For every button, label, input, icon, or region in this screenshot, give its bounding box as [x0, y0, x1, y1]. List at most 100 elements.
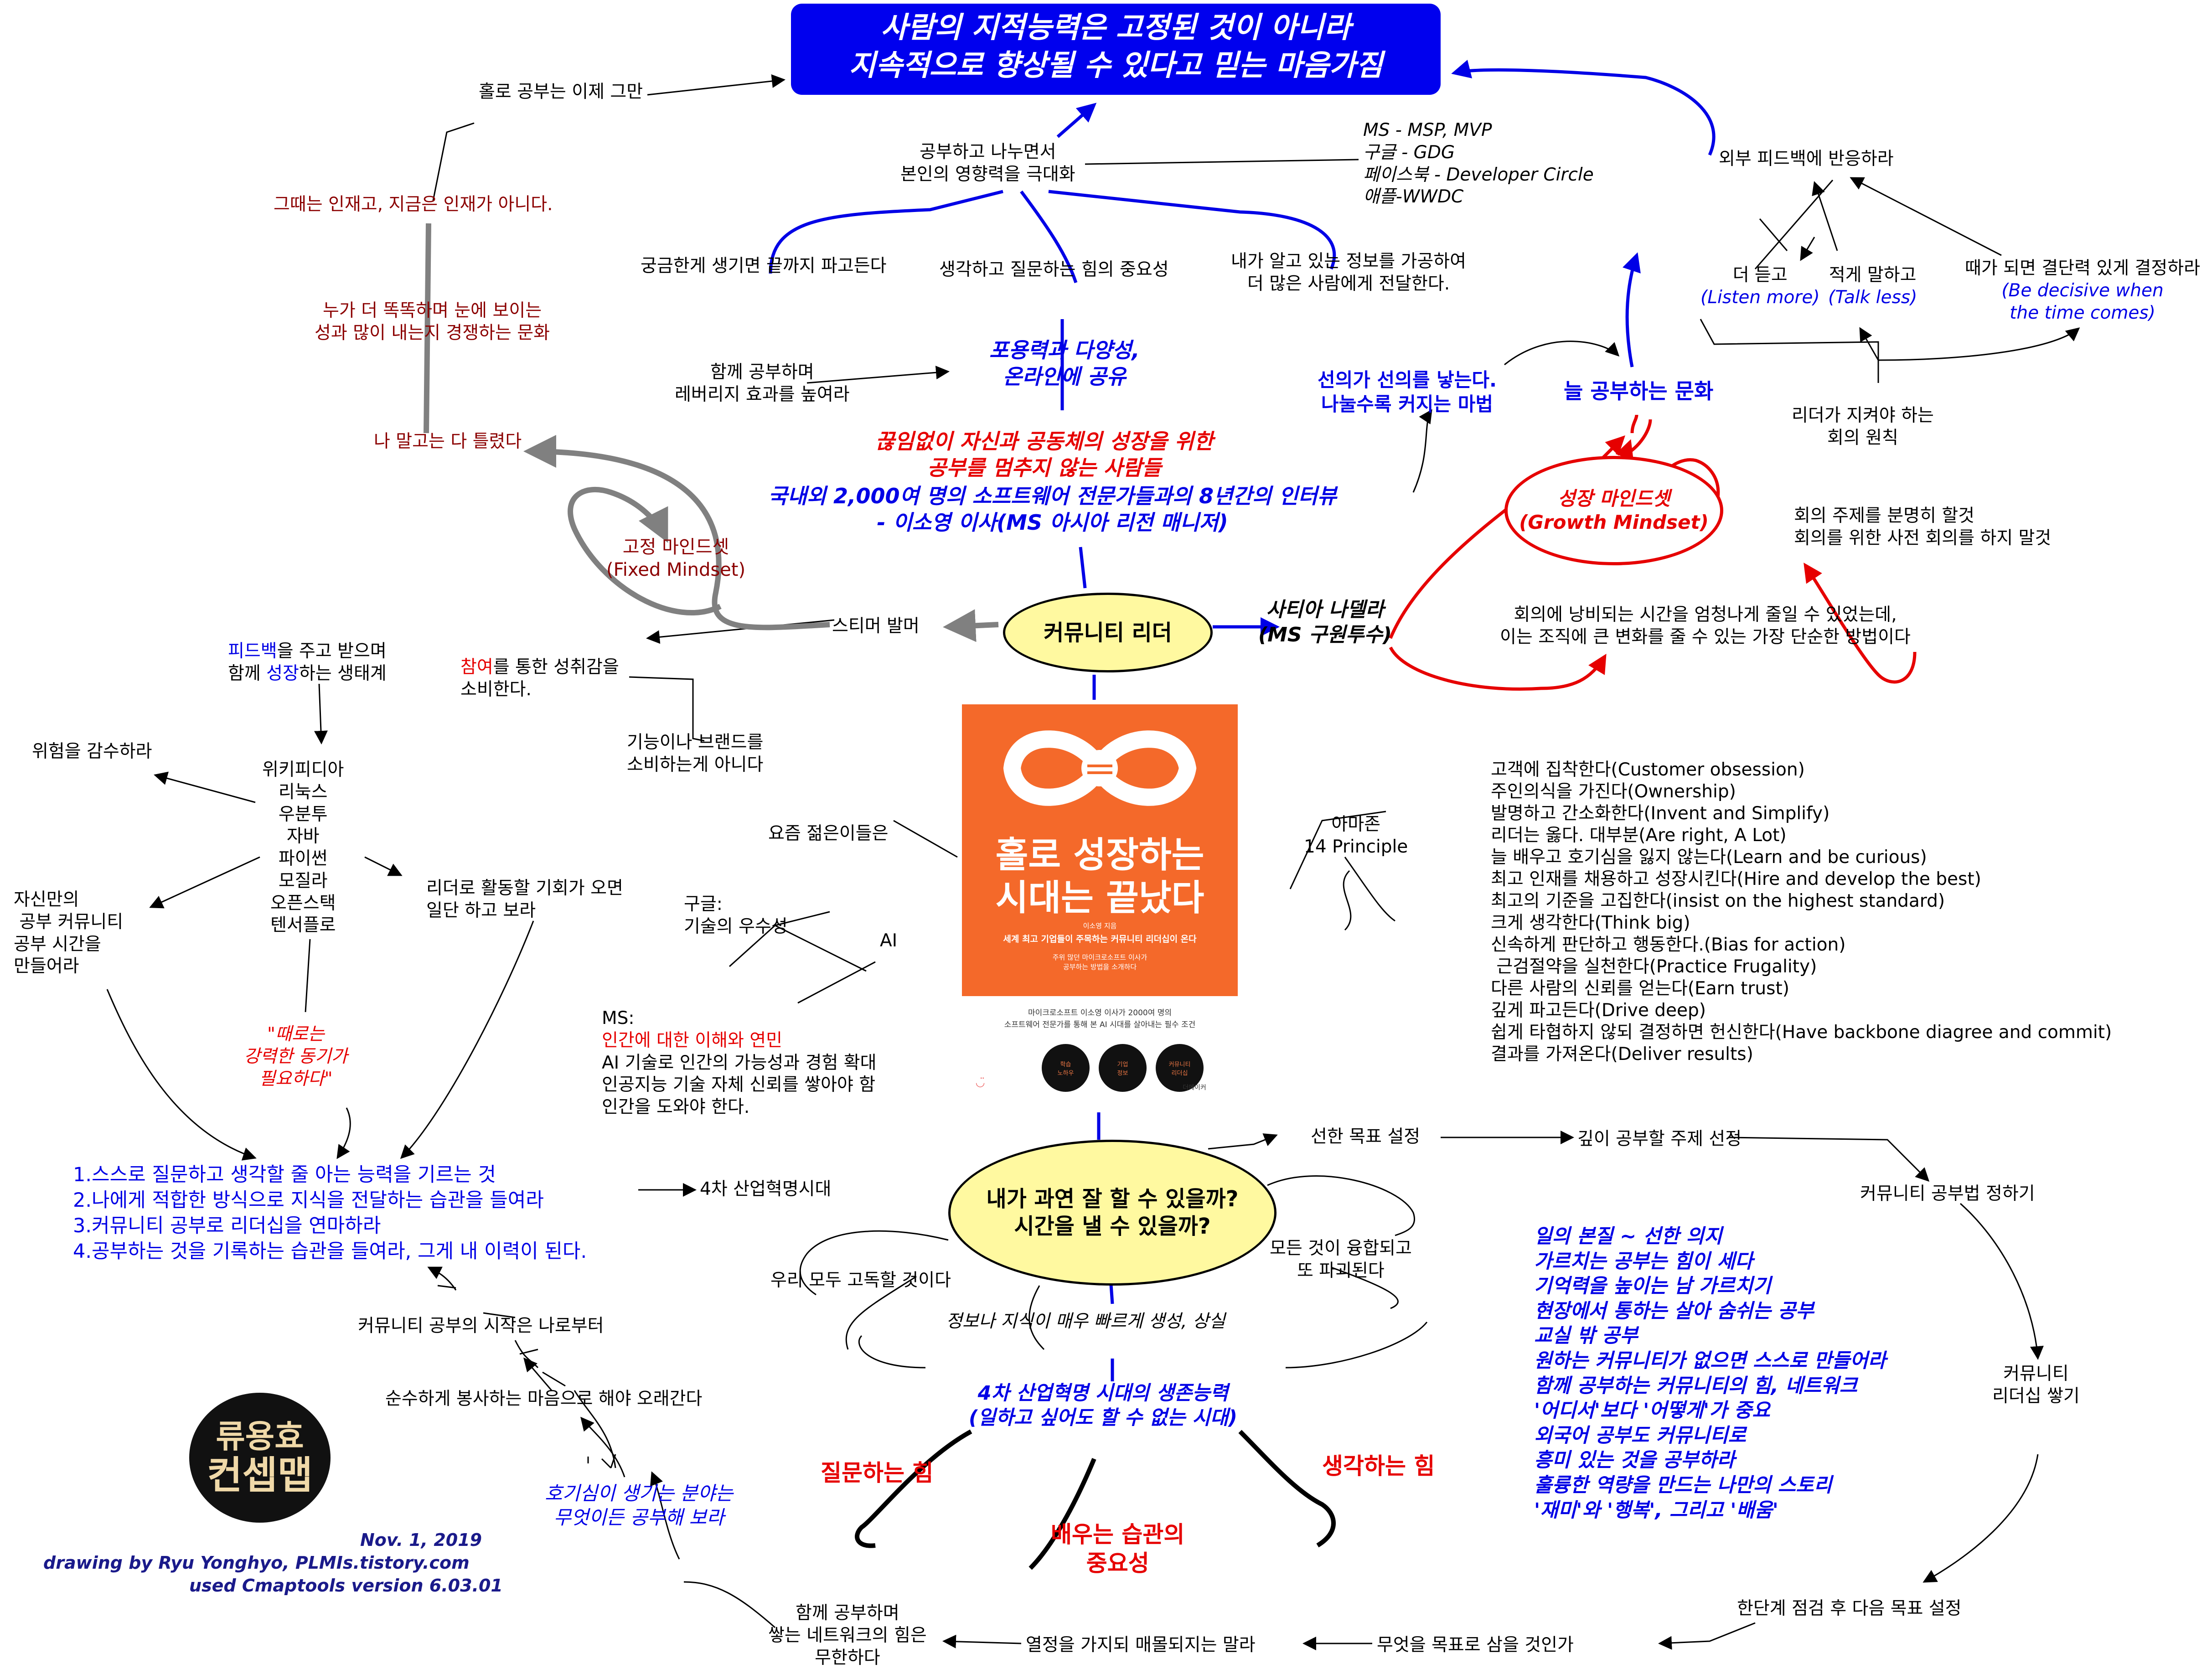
credit-tool: used Cmaptools version 6.03.01	[189, 1576, 503, 1596]
node-survival: 4차 산업혁명 시대의 생존능력 (일하고 싶어도 할 수 없는 시대)	[969, 1382, 1237, 1429]
node-blue-list: 일의 본질 ~ 선한 의지 가르치는 공부는 힘이 세다 기억력을 높이는 남 …	[1534, 1225, 1886, 1522]
node-ai: AI	[880, 930, 898, 951]
node-dig-deep: 궁금한게 생기면 끝까지 파고든다	[641, 256, 887, 276]
node-fourth-ir: 4차 산업혁명시대	[700, 1179, 832, 1199]
book-tagline: 세계 최고 기업들이 주목하는 커뮤니티 리더십이 온다	[1003, 934, 1197, 944]
feedback-word: 피드백	[228, 641, 277, 661]
node-not-brands: 기능이나 브랜드를 소비하는게 아니다	[627, 732, 764, 775]
handshake-infinity-icon	[1003, 730, 1197, 806]
participate-word: 참여	[460, 657, 493, 677]
credit-date: Nov. 1, 2019	[360, 1530, 482, 1550]
node-question: 내가 과연 잘 할 수 있을까? 시간을 낼 수 있을까?	[948, 1140, 1277, 1286]
node-process-info: 내가 알고 있는 정보를 가공하여 더 많은 사람에게 전달한다.	[1231, 251, 1467, 294]
node-headline-blue: 국내외 2,000여 명의 소프트웨어 전문가들과의 8년간의 인터뷰 - 이소…	[768, 484, 1337, 535]
node-passion: 열정을 가지되 매몰되지는 말라	[1026, 1635, 1256, 1655]
be-decisive-label: 때가 되면 결단력 있게 결정하라	[1965, 258, 2201, 279]
node-external-feedback: 외부 피드백에 반응하라	[1719, 149, 1894, 169]
node-always-study: 늘 공부하는 문화	[1564, 379, 1714, 403]
node-info-fast: 정보나 지식이 매우 빠르게 생성, 상실	[946, 1311, 1225, 1332]
node-take-risks: 위험을 감수하라	[32, 741, 152, 762]
listen-more-en: (Listen more)	[1700, 287, 1820, 308]
node-think-ask: 생각하고 질문하는 힘의 중요성	[939, 259, 1169, 280]
node-learn-habit: 배우는 습관의 중요성	[1051, 1521, 1185, 1576]
book-blurb: 마이크로소프트 이소영 이사가 2000여 명의 소프트웨어 전문가를 통해 본…	[1004, 1008, 1196, 1029]
talk-less-label: 적게 말하고	[1829, 265, 1917, 285]
listen-more-label: 더 듣고	[1732, 265, 1788, 285]
node-solo-study-over: 홀로 공부는 이제 그만	[479, 82, 643, 102]
node-listen-more: 더 듣고 (Listen more)	[1700, 264, 1820, 309]
book-cover: 홀로 성장하는 시대는 끝났다 이소영 지음 세계 최고 기업들이 주목하는 커…	[962, 704, 1238, 1108]
node-google-ai: 구글: 기술의 우수성	[684, 894, 788, 937]
node-talent-then-now: 그때는 인재고, 지금은 인재가 아니다.	[274, 194, 553, 215]
node-share-influence: 공부하고 나누면서 본인의 영향력을 극대화	[900, 142, 1075, 185]
node-amazon-principles: 고객에 집착한다(Customer obsession) 주인의식을 가진다(O…	[1491, 760, 2112, 1064]
node-ms-ai: MS: 인간에 대한 이해와 연민 AI 기술로 인간의 가능성과 경험 확대 …	[602, 1008, 877, 1119]
feedback-post: 하는 생태계	[299, 663, 387, 684]
central-proposition: 사람의 지적능력은 고정된 것이 아니라 지속적으로 향상될 수 있다고 믿는 …	[791, 4, 1441, 95]
book-badge-1: 학습 노하우	[1042, 1044, 1090, 1092]
credit-drawing: drawing by Ryu Yonghyo, PLMIs.tistory.co…	[43, 1553, 470, 1573]
book-title: 홀로 성장하는 시대는 끝났다	[995, 835, 1204, 919]
node-be-decisive: 때가 되면 결단력 있게 결정하라 (Be decisive when the …	[1965, 258, 2200, 324]
ms-ai-rest: AI 기술로 인간의 가능성과 경험 확대 인공지능 기술 자체 신뢰를 쌓아야…	[602, 1052, 877, 1118]
node-deep-topic: 깊이 공부할 주제 선정	[1577, 1129, 1742, 1149]
node-clarify-topic: 회의 주제를 분명히 할것 회의를 위한 사전 회의를 하지 말것	[1794, 506, 2052, 548]
node-motivation: "때로는 강력한 동기가 필요하다"	[244, 1024, 348, 1089]
node-good-begets-good: 선의가 선의를 낳는다. 나눌수록 커지는 마법	[1318, 369, 1497, 415]
node-community-leader: 커뮤니티 리더	[1003, 593, 1213, 672]
title-line2: 지속적으로 향상될 수 있다고 믿는 마음가짐	[848, 49, 1383, 83]
node-study-method: 커뮤니티 공부법 정하기	[1860, 1183, 2035, 1204]
author-seal: 류용효 컨셉맵	[189, 1393, 331, 1523]
seal-bottom: 컨셉맵	[207, 1452, 313, 1498]
node-satya: 사티아 나델라 (MS 구원투수)	[1258, 598, 1392, 646]
node-young-people: 요즘 젊은이들은	[768, 823, 889, 844]
node-convergence: 모든 것이 융합되고 또 파괴된다	[1270, 1238, 1412, 1281]
node-own-community: 자신만의 공부 커뮤니티 공부 시간을 만들어라	[14, 889, 124, 977]
node-participate: 참여를 통한 성취감을 소비한다.	[460, 656, 619, 701]
node-fixed-mindset: 고정 마인드셋 (Fixed Mindset)	[606, 537, 746, 580]
book-badge-2: 기업 정보	[1099, 1044, 1147, 1092]
node-inclusive: 포용력과 다양성, 온라인에 공유	[989, 338, 1140, 389]
node-talk-less: 적게 말하고 (Talk less)	[1828, 264, 1917, 309]
node-network: 함께 공부하며 쌓는 네트워크의 힘은 무한하다	[768, 1603, 927, 1668]
node-headline-red: 끊임없이 자신과 공동체의 성장을 위한 공부를 멈추지 않는 사람들	[875, 429, 1214, 480]
growth-word: 성장	[266, 663, 299, 684]
be-decisive-en: (Be decisive when the time comes)	[2001, 280, 2164, 323]
node-leverage: 함께 공부하며 레버리지 효과를 높여라	[675, 362, 850, 405]
node-oss-list: 위키피디아 리눅스 우분투 자바 파이썬 모질라 오픈스택 텐서플로	[262, 760, 344, 936]
node-leadership: 커뮤니티 리더십 쌓기	[1992, 1364, 2080, 1406]
seal-top: 류용효	[216, 1417, 304, 1455]
node-lonely: 우리 모두 고독할 것이다	[770, 1270, 951, 1291]
node-starts-with-me: 커뮤니티 공부의 시작은 나로부터	[358, 1316, 604, 1336]
book-cover-front: 홀로 성장하는 시대는 끝났다 이소영 지음 세계 최고 기업들이 주목하는 커…	[962, 704, 1238, 996]
node-summary: 1.스스로 질문하고 생각할 줄 아는 능력을 기르는 것 2.나에게 적합한 …	[73, 1163, 587, 1263]
node-steve-ballmer: 스티머 발머	[832, 616, 920, 636]
feedback-mid: 을 주고 받으며 함께	[228, 641, 387, 684]
node-next-goal: 한단계 점검 후 다음 목표 설정	[1737, 1598, 1962, 1619]
node-serve-heart: 순수하게 봉사하는 마음으로 해야 오래간다	[385, 1389, 703, 1409]
node-curiosity: 호기심이 생기는 분야는 무엇이든 공부해 보라	[545, 1482, 734, 1529]
book-author: 이소영 지음	[1083, 922, 1117, 930]
talk-less-en: (Talk less)	[1828, 287, 1917, 308]
node-think-power: 생각하는 힘	[1322, 1453, 1435, 1479]
participate-post: 를 통한 성취감을 소비한다.	[460, 657, 619, 700]
node-growth-mindset: 성장 마인드셋 (Growth Mindset)	[1504, 456, 1723, 565]
node-ask-power: 질문하는 힘	[821, 1460, 934, 1486]
node-what-goal: 무엇을 목표로 삼을 것인가	[1377, 1635, 1574, 1655]
node-lead-chance: 리더로 활동할 기회가 오면 일단 하고 보라	[426, 878, 623, 921]
node-who-smarter: 누가 더 똑똑하며 눈에 보이는 성과 많이 내는지 경쟁하는 문화	[315, 300, 550, 343]
node-feedback-ecosystem: 피드백을 주고 받으며 함께 성장하는 생태계	[228, 641, 387, 685]
node-amazon: 아마존 14 Principle	[1304, 814, 1408, 857]
ms-ai-red: 인간에 대한 이해와 연민	[602, 1030, 782, 1051]
book-description: 주위 많던 마이크로소프트 이사가 공부하는 방법을 소개하다	[1052, 953, 1147, 971]
book-smile-icon: ◡̈	[975, 1076, 985, 1089]
title-line1: 사람의 지적능력은 고정된 것이 아니라	[880, 11, 1351, 45]
node-i-am-right: 나 말고는 다 틀렸다	[374, 431, 522, 452]
node-meeting-waste: 회의에 낭비되는 시간을 엄청나게 줄일 수 있었는데, 이는 조직에 큰 변화…	[1500, 605, 1911, 647]
book-publisher: 더메이커	[1183, 1084, 1206, 1091]
book-badge-3: 커뮤니티 리더십	[1156, 1044, 1204, 1092]
node-good-goal: 선한 목표 설정	[1311, 1126, 1421, 1147]
ms-ai-label: MS:	[602, 1008, 635, 1028]
node-ms-programs: MS - MSP, MVP 구글 - GDG 페이스북 - Developer …	[1363, 120, 1594, 207]
